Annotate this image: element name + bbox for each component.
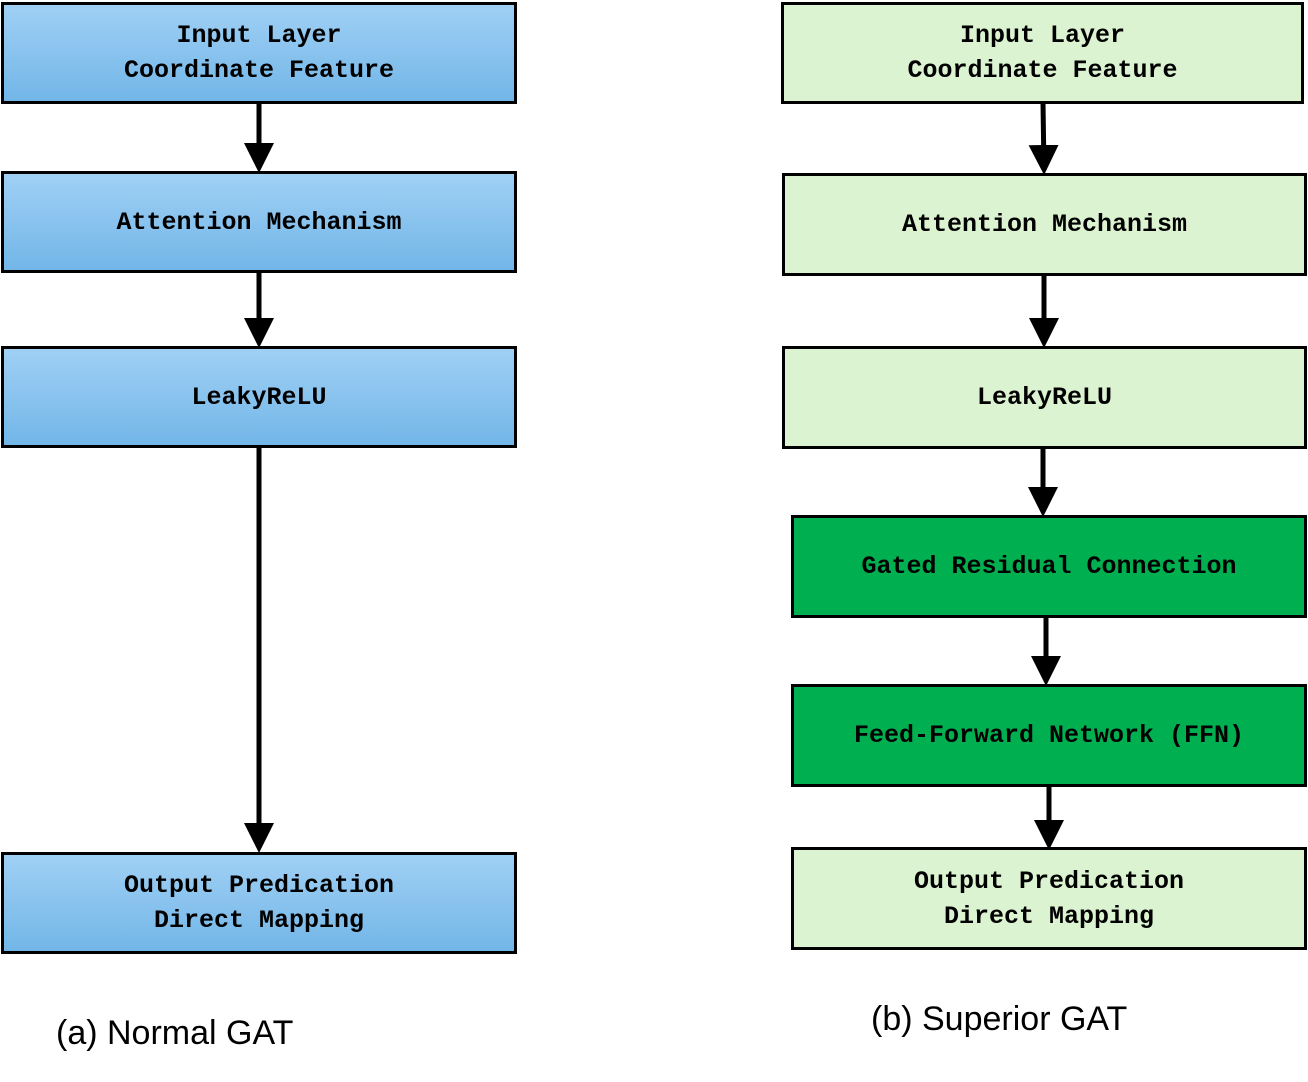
box-a-input-layer-line1: Input Layer [176,21,342,50]
box-b-attention-mechanism: Attention Mechanism [782,173,1307,276]
box-a-output-line2: Direct Mapping [153,906,365,935]
box-b-leakyrelu-label: LeakyReLU [976,383,1113,412]
box-a-input-layer-line2: Coordinate Feature [123,56,395,85]
box-b-input-layer-line1: Input Layer [959,21,1125,50]
box-b-attention-mechanism-label: Attention Mechanism [901,210,1188,239]
box-a-output-line1: Output Predication [123,871,395,900]
box-a-attention-mechanism: Attention Mechanism [1,171,517,273]
box-b-output-line1: Output Predication [913,866,1185,896]
caption-superior-gat: (b) Superior GAT [871,1000,1128,1038]
box-a-attention-mechanism-label: Attention Mechanism [116,207,402,237]
box-a-leakyrelu: LeakyReLU [1,346,517,448]
arrow-b-input-to-attention [1028,102,1059,175]
caption-normal-gat: (a) Normal GAT [56,1014,294,1052]
box-a-leakyrelu-label: LeakyReLU [191,382,327,412]
box-b-output-line2: Direct Mapping [943,901,1155,931]
box-b-ffn-label: Feed-Forward Network (FFN) [853,721,1245,750]
box-b-feed-forward-network: Feed-Forward Network (FFN) [791,684,1307,787]
box-b-gated-residual-label: Gated Residual Connection [861,552,1237,581]
box-b-input-layer-line2: Coordinate Feature [907,56,1178,85]
box-b-gated-residual-connection: Gated Residual Connection [791,515,1307,618]
box-b-leakyrelu: LeakyReLU [782,346,1307,449]
